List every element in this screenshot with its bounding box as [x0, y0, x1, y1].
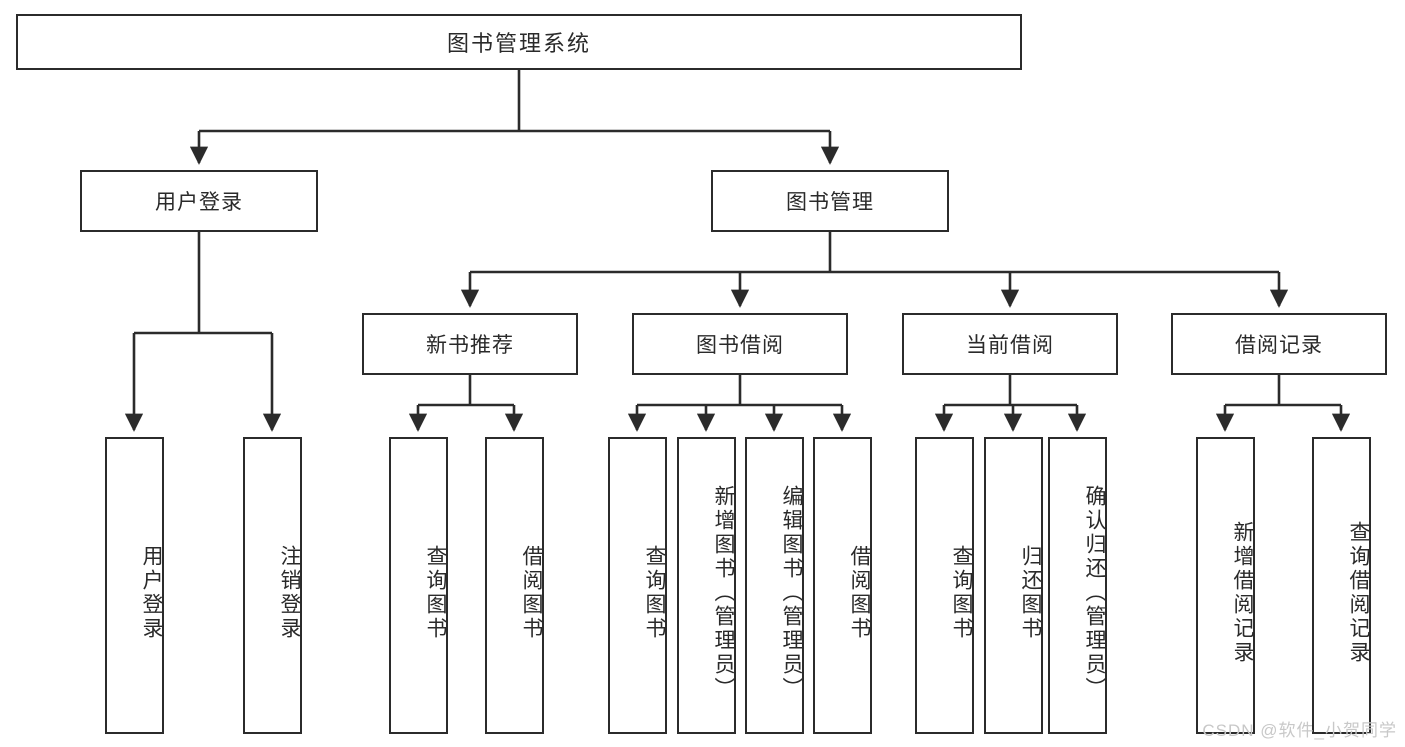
- node-book-borrow[interactable]: 图书借阅: [632, 313, 848, 375]
- leaf-recommend-borrow-book[interactable]: 借阅图书: [485, 437, 544, 734]
- node-new-book-recommend[interactable]: 新书推荐: [362, 313, 578, 375]
- leaf-user-logout[interactable]: 注销登录: [243, 437, 302, 734]
- node-label: 归还图书: [1019, 544, 1042, 641]
- node-user-login[interactable]: 用户登录: [80, 170, 318, 232]
- watermark-text: CSDN @软件_小贺同学: [1202, 721, 1397, 740]
- node-current-borrow[interactable]: 当前借阅: [902, 313, 1118, 375]
- node-label: 用户登录: [155, 191, 243, 214]
- node-label: 借阅记录: [1235, 334, 1323, 357]
- node-label: 借阅图书: [848, 544, 871, 641]
- leaf-borrow-edit-book[interactable]: 编辑图书（管理员）: [745, 437, 804, 734]
- node-borrow-record[interactable]: 借阅记录: [1171, 313, 1387, 375]
- node-label: 图书管理系统: [446, 31, 591, 56]
- node-label: 编辑图书（管理员）: [780, 484, 803, 701]
- leaf-current-query-book[interactable]: 查询图书: [915, 437, 974, 734]
- node-book-management[interactable]: 图书管理: [711, 170, 949, 232]
- node-label: 查询图书: [950, 544, 973, 641]
- leaf-record-query[interactable]: 查询借阅记录: [1312, 437, 1371, 734]
- node-label: 查询借阅记录: [1347, 520, 1370, 665]
- node-label: 注销登录: [278, 544, 301, 641]
- node-label: 图书管理: [786, 191, 874, 214]
- node-label: 查询图书: [424, 544, 447, 641]
- node-label: 图书借阅: [696, 334, 784, 357]
- leaf-current-confirm-return[interactable]: 确认归还（管理员）: [1048, 437, 1107, 734]
- node-label: 新增借阅记录: [1231, 520, 1254, 665]
- leaf-current-return-book[interactable]: 归还图书: [984, 437, 1043, 734]
- node-label: 新增图书（管理员）: [712, 484, 735, 701]
- node-label: 借阅图书: [520, 544, 543, 641]
- node-label: 新书推荐: [426, 334, 514, 357]
- leaf-user-login[interactable]: 用户登录: [105, 437, 164, 734]
- leaf-record-add[interactable]: 新增借阅记录: [1196, 437, 1255, 734]
- node-label: 当前借阅: [966, 334, 1054, 357]
- leaf-recommend-query-book[interactable]: 查询图书: [389, 437, 448, 734]
- leaf-borrow-add-book[interactable]: 新增图书（管理员）: [677, 437, 736, 734]
- node-label: 确认归还（管理员）: [1083, 484, 1106, 701]
- node-label: 用户登录: [140, 544, 163, 641]
- node-label: 查询图书: [643, 544, 666, 641]
- leaf-borrow-borrow-book[interactable]: 借阅图书: [813, 437, 872, 734]
- node-root-system[interactable]: 图书管理系统: [16, 14, 1022, 70]
- leaf-borrow-query-book[interactable]: 查询图书: [608, 437, 667, 734]
